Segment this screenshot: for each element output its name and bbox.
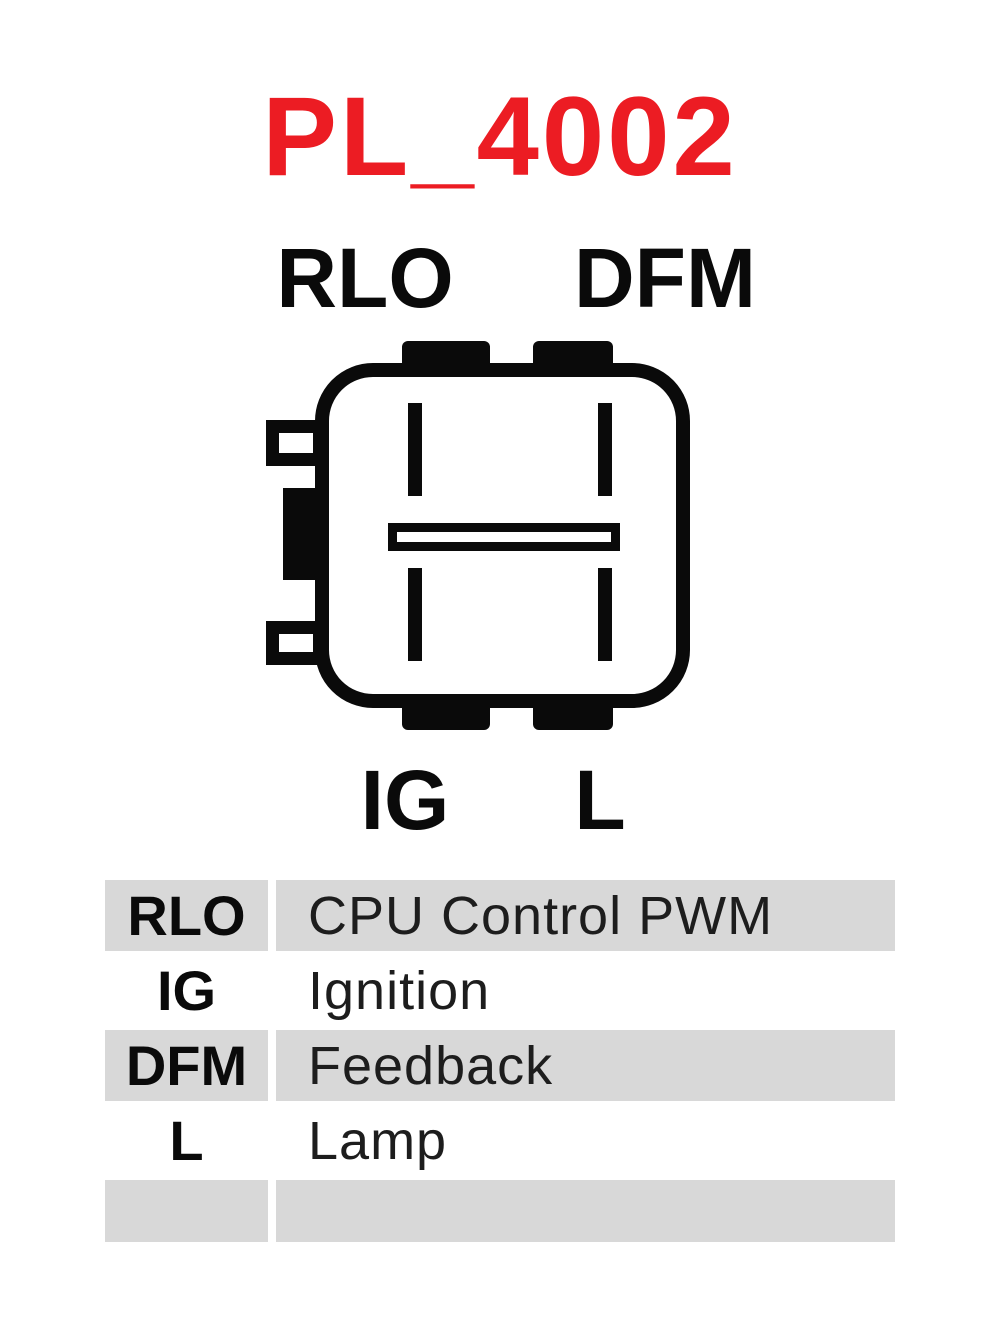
table-row: L Lamp: [105, 1105, 895, 1176]
pin-label-rlo: RLO: [276, 231, 454, 325]
pin-desc-cell: [276, 1180, 895, 1242]
table-row: RLO CPU Control PWM: [105, 880, 895, 951]
housing-tab-bottom-right: [533, 704, 613, 730]
pin-name-cell: [105, 1180, 268, 1242]
page-title: PL_4002: [262, 74, 738, 199]
pin-name-cell: IG: [105, 955, 268, 1026]
table-row: IG Ignition: [105, 955, 895, 1026]
pin-label-ig: IG: [360, 753, 450, 847]
housing-tab-top-left: [402, 341, 490, 367]
pin-name-cell: RLO: [105, 880, 268, 951]
pin-slot-ig: [408, 568, 422, 661]
pin-label-l: L: [574, 753, 626, 847]
pin-desc-cell: Ignition: [276, 955, 895, 1026]
pin-desc-cell: Feedback: [276, 1030, 895, 1101]
pin-desc-cell: Lamp: [276, 1105, 895, 1176]
pin-name-cell: L: [105, 1105, 268, 1176]
pin-slot-l: [598, 568, 612, 661]
pin-slot-dfm: [598, 403, 612, 496]
pin-label-dfm: DFM: [574, 231, 756, 325]
table-row: DFM Feedback: [105, 1030, 895, 1101]
table-row-empty: [105, 1180, 895, 1242]
pin-slot-rlo: [408, 403, 422, 496]
pin-desc-cell: CPU Control PWM: [276, 880, 895, 951]
housing-tab-top-right: [533, 341, 613, 367]
key-slot: [388, 523, 620, 551]
pin-description-table: RLO CPU Control PWM IG Ignition DFM Feed…: [105, 880, 895, 1246]
pin-name-cell: DFM: [105, 1030, 268, 1101]
housing-tab-bottom-left: [402, 704, 490, 730]
